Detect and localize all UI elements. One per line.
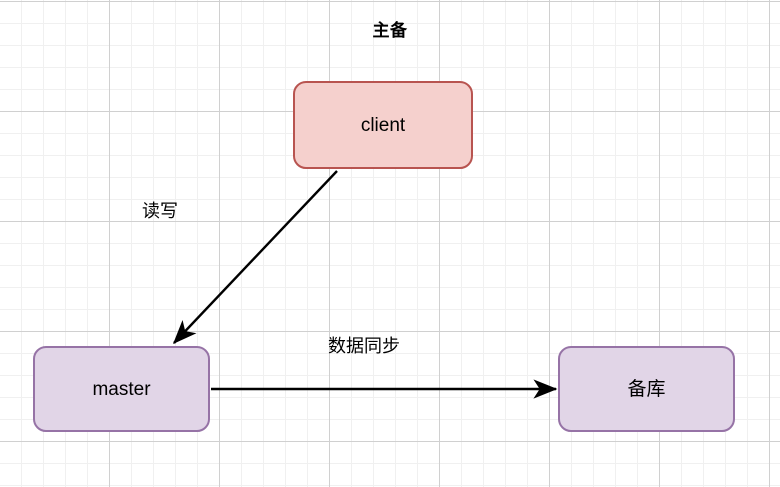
diagram-title: 主备 [372,21,408,40]
node-standby[interactable]: 备库 [558,346,735,432]
edge-label-data-sync: 数据同步 [328,336,400,356]
node-client[interactable]: client [293,81,473,169]
node-standby-label: 备库 [627,378,666,400]
node-master-label: master [92,378,151,400]
edge-label-readwrite: 读写 [142,201,178,221]
node-master[interactable]: master [33,346,210,432]
edge-client-to-master [173,170,338,345]
node-client-label: client [360,114,406,136]
